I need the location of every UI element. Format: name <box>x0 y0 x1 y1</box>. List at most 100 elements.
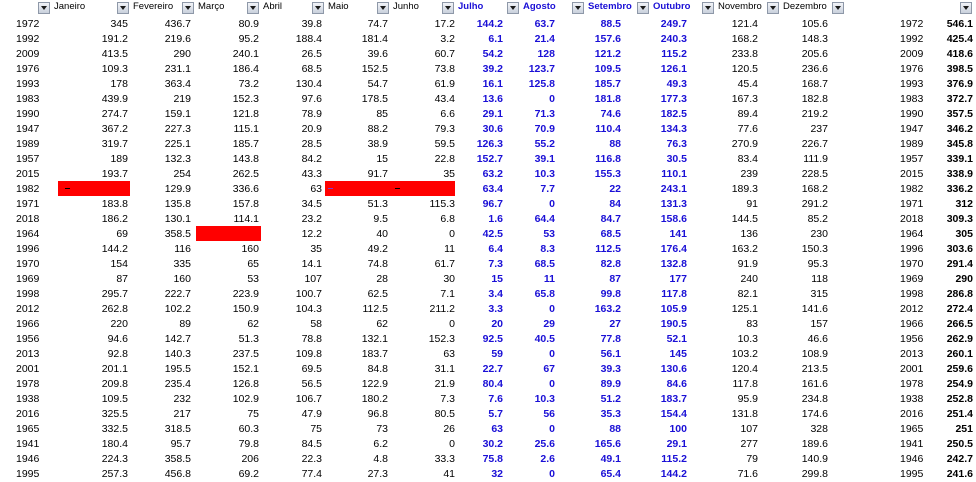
cell-feb[interactable]: 140.3 <box>164 348 191 360</box>
cell-jun[interactable] <box>393 181 455 197</box>
cell-dec[interactable]: 234.8 <box>801 393 828 405</box>
cell-feb[interactable]: 232 <box>173 393 191 405</box>
cell-total[interactable]: 272.4 <box>946 303 973 315</box>
cell-aug[interactable]: 63.7 <box>534 18 555 30</box>
cell-year-repeat[interactable]: 1998 <box>900 288 924 300</box>
cell-total[interactable]: 252.8 <box>946 393 973 405</box>
cell-mar[interactable]: 206 <box>241 453 259 465</box>
cell-jan[interactable]: 183.8 <box>101 198 128 210</box>
cell-jul[interactable]: 54.2 <box>482 48 503 60</box>
cell-oct[interactable]: 115.2 <box>661 48 687 60</box>
cell-sep[interactable]: 68.5 <box>600 228 621 240</box>
cell-sep[interactable]: 84.7 <box>600 213 621 225</box>
cell-feb[interactable]: 456.8 <box>164 468 191 480</box>
cell-jan[interactable]: 69 <box>116 228 128 240</box>
cell-jan[interactable]: 295.7 <box>101 288 128 300</box>
cell-nov[interactable]: 121.4 <box>731 18 758 30</box>
cell-year-repeat[interactable]: 1992 <box>900 33 924 45</box>
cell-sep[interactable]: 121.2 <box>594 48 621 60</box>
cell-year-repeat[interactable]: 1946 <box>900 453 924 465</box>
cell-feb[interactable]: 219.6 <box>164 33 191 45</box>
cell-apr[interactable]: 109.8 <box>295 348 322 360</box>
cell-apr[interactable]: 22.3 <box>301 453 322 465</box>
filter-dropdown-nov[interactable] <box>702 2 714 14</box>
cell-year-repeat[interactable]: 1978 <box>900 378 924 390</box>
cell-jan[interactable]: 345 <box>110 18 128 30</box>
cell-mar[interactable]: 73.2 <box>238 78 259 90</box>
cell-jan[interactable]: 94.6 <box>107 333 128 345</box>
cell-feb[interactable]: 290 <box>173 48 191 60</box>
cell-nov[interactable]: 136 <box>740 228 758 240</box>
cell-total[interactable]: 357.5 <box>946 108 973 120</box>
cell-aug[interactable]: 123.7 <box>528 63 555 75</box>
cell-oct[interactable]: 177.3 <box>660 93 687 105</box>
cell-jul[interactable]: 59 <box>491 348 503 360</box>
cell-nov[interactable]: 270.9 <box>731 138 758 150</box>
cell-aug[interactable]: 125.8 <box>528 78 555 90</box>
cell-nov[interactable]: 144.5 <box>731 213 758 225</box>
cell-may[interactable]: 73 <box>376 423 388 435</box>
cell-apr[interactable]: 130.4 <box>295 78 322 90</box>
cell-jun[interactable]: 43.4 <box>434 93 455 105</box>
cell-aug[interactable]: 56 <box>543 408 555 420</box>
cell-year[interactable]: 1966 <box>16 318 40 330</box>
cell-year[interactable]: 1957 <box>16 153 40 165</box>
cell-dec[interactable]: 150.3 <box>801 243 828 255</box>
cell-sep[interactable]: 84 <box>609 198 621 210</box>
cell-oct[interactable]: 144.2 <box>660 468 687 480</box>
cell-nov[interactable]: 120.4 <box>731 363 758 375</box>
cell-mar[interactable]: 160 <box>241 243 259 255</box>
filter-dropdown-dec[interactable] <box>767 2 779 14</box>
cell-apr[interactable]: 84.5 <box>301 438 322 450</box>
cell-total[interactable]: 336.2 <box>946 183 973 195</box>
cell-total[interactable]: 338.9 <box>946 168 973 180</box>
cell-aug[interactable]: 21.4 <box>534 33 555 45</box>
cell-sep[interactable]: 39.3 <box>600 363 621 375</box>
cell-year-repeat[interactable]: 1947 <box>900 123 924 135</box>
cell-aug[interactable]: 7.7 <box>540 183 555 195</box>
cell-aug[interactable]: 0 <box>549 198 555 210</box>
cell-may[interactable]: 178.5 <box>361 93 388 105</box>
cell-feb[interactable]: 358.5 <box>164 453 191 465</box>
cell-feb[interactable]: 102.2 <box>164 303 191 315</box>
cell-jul[interactable]: 5.7 <box>488 408 503 420</box>
cell-year[interactable]: 1972 <box>16 18 40 30</box>
cell-oct[interactable]: 49.3 <box>666 78 687 90</box>
cell-nov[interactable]: 95.9 <box>737 393 758 405</box>
cell-nov[interactable]: 107 <box>740 423 758 435</box>
cell-dec[interactable]: 328 <box>810 423 828 435</box>
cell-aug[interactable]: 0 <box>549 423 555 435</box>
cell-dec[interactable]: 219.2 <box>801 108 828 120</box>
cell-total[interactable]: 425.4 <box>946 33 973 45</box>
cell-apr[interactable]: 84.2 <box>301 153 322 165</box>
cell-jun[interactable]: 115.3 <box>429 198 456 210</box>
cell-total[interactable]: 398.5 <box>946 63 973 75</box>
filter-dropdown-jun[interactable] <box>377 2 389 14</box>
cell-jun[interactable]: 80.5 <box>434 408 455 420</box>
cell-year-repeat[interactable]: 1989 <box>900 138 924 150</box>
cell-mar[interactable] <box>196 226 259 242</box>
cell-year[interactable]: 1983 <box>16 93 40 105</box>
cell-jan[interactable]: 109.3 <box>101 63 128 75</box>
cell-dec[interactable]: 299.8 <box>801 468 828 480</box>
cell-year-repeat[interactable]: 1965 <box>900 423 924 435</box>
cell-total[interactable]: 290 <box>955 273 973 285</box>
cell-jun[interactable]: 21.9 <box>434 378 455 390</box>
filter-dropdown-extra[interactable] <box>832 2 844 14</box>
cell-may[interactable]: 54.7 <box>367 78 388 90</box>
cell-jul[interactable]: 63.2 <box>482 168 503 180</box>
cell-oct[interactable]: 52.1 <box>666 333 687 345</box>
cell-year-repeat[interactable]: 1982 <box>900 183 924 195</box>
cell-jul[interactable]: 63.4 <box>482 183 503 195</box>
filter-dropdown-jul[interactable] <box>442 2 454 14</box>
cell-sep[interactable]: 74.6 <box>600 108 621 120</box>
cell-may[interactable]: 88.2 <box>367 123 388 135</box>
cell-jul[interactable]: 30.2 <box>482 438 503 450</box>
cell-year-repeat[interactable]: 2009 <box>900 48 924 60</box>
cell-year[interactable]: 1978 <box>16 378 40 390</box>
cell-oct[interactable]: 190.5 <box>660 318 687 330</box>
cell-oct[interactable]: 84.6 <box>666 378 687 390</box>
cell-apr[interactable]: 106.7 <box>295 393 322 405</box>
cell-year-repeat[interactable]: 2015 <box>900 168 924 180</box>
cell-year-repeat[interactable]: 1966 <box>900 318 924 330</box>
